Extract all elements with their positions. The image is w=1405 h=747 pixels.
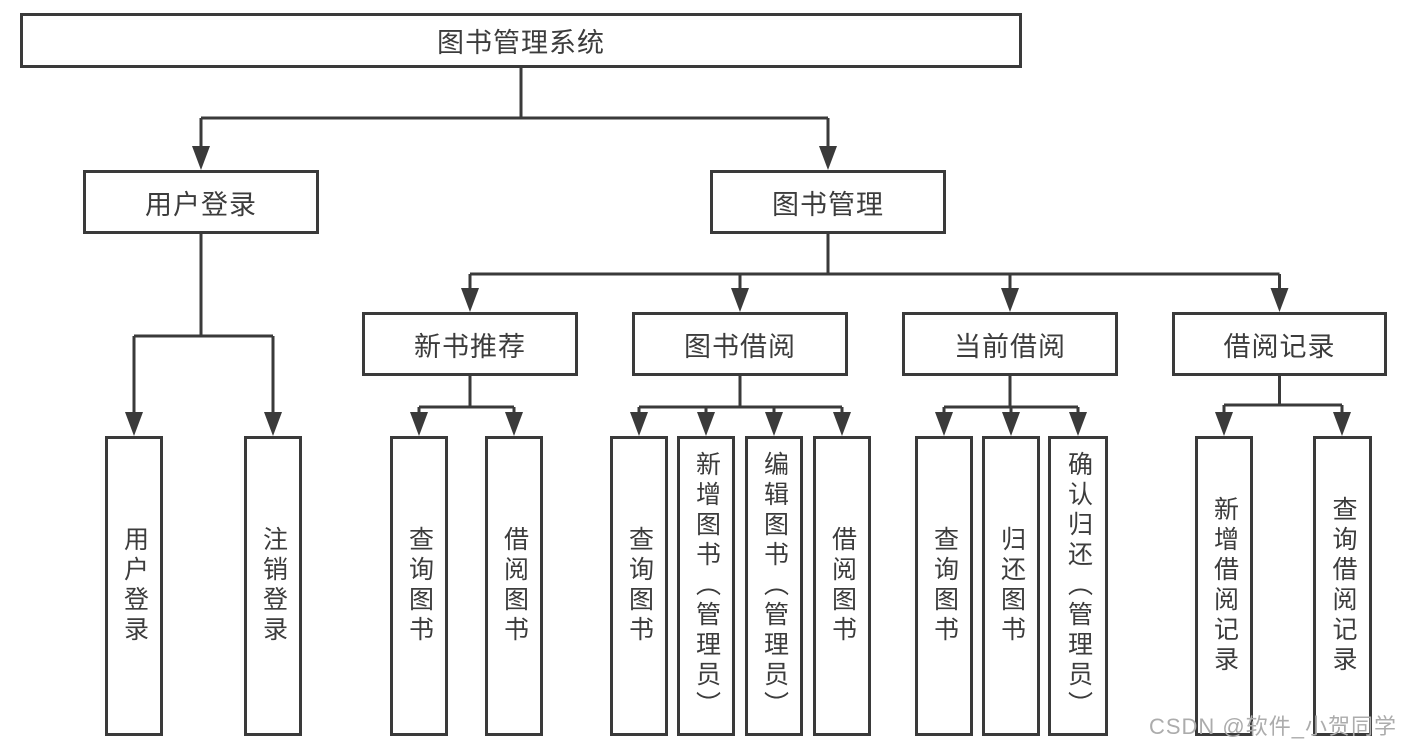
leaf-nbr-borrow-books: 借阅图书 [485, 436, 543, 736]
leaf-bb-edit-books-admin: 编辑图书（管理员） [745, 436, 803, 736]
leaf-bb-query-books-label: 查询图书 [625, 526, 654, 646]
leaf-logout: 注销登录 [244, 436, 302, 736]
root-node-library-management-system: 图书管理系统 [20, 13, 1022, 68]
leaf-bb-edit-books-admin-label: 编辑图书（管理员） [760, 451, 789, 721]
leaf-bb-borrow-books-label: 借阅图书 [828, 526, 857, 646]
leaf-cb-confirm-return-admin-label: 确认归还（管理员） [1064, 451, 1093, 721]
leaf-br-add-borrow-record-label: 新增借阅记录 [1210, 496, 1239, 676]
leaf-bb-add-books-admin-label: 新增图书（管理员） [692, 451, 721, 721]
section-book-borrowing: 图书借阅 [632, 312, 848, 376]
csdn-watermark: CSDN @软件_小贺同学 [1148, 714, 1397, 739]
leaf-br-add-borrow-record: 新增借阅记录 [1195, 436, 1253, 736]
leaf-cb-query-books-label: 查询图书 [930, 526, 959, 646]
leaf-cb-return-books: 归还图书 [982, 436, 1040, 736]
branch-user-login: 用户登录 [83, 170, 319, 234]
leaf-user-login: 用户登录 [105, 436, 163, 736]
branch-book-management: 图书管理 [710, 170, 946, 234]
leaf-bb-borrow-books: 借阅图书 [813, 436, 871, 736]
section-new-book-recommendation: 新书推荐 [362, 312, 578, 376]
leaf-br-query-borrow-record-label: 查询借阅记录 [1329, 496, 1357, 676]
section-borrowing-records: 借阅记录 [1172, 312, 1387, 376]
leaf-nbr-query-books-label: 查询图书 [405, 526, 434, 646]
leaf-cb-confirm-return-admin: 确认归还（管理员） [1048, 436, 1108, 736]
leaf-bb-query-books: 查询图书 [610, 436, 668, 736]
section-current-borrowing: 当前借阅 [902, 312, 1118, 376]
leaf-br-query-borrow-record: 查询借阅记录 [1313, 436, 1372, 736]
leaf-cb-query-books: 查询图书 [915, 436, 973, 736]
leaf-nbr-query-books: 查询图书 [390, 436, 448, 736]
leaf-logout-label: 注销登录 [259, 526, 288, 646]
leaf-cb-return-books-label: 归还图书 [997, 526, 1026, 646]
leaf-bb-add-books-admin: 新增图书（管理员） [677, 436, 735, 736]
leaf-nbr-borrow-books-label: 借阅图书 [500, 526, 529, 646]
leaf-user-login-label: 用户登录 [120, 526, 149, 646]
